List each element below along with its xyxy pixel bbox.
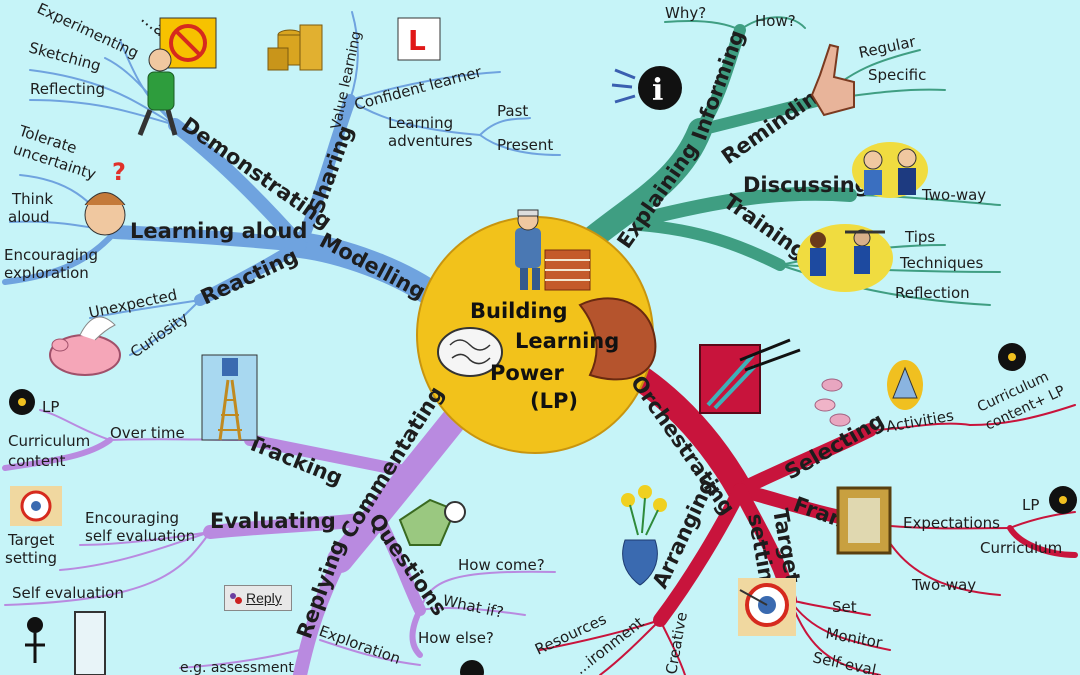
reply-icon — [229, 591, 243, 605]
confident-learner-label: Confident learner — [352, 62, 484, 113]
info-icon: i — [611, 66, 682, 110]
why-label: Why? — [665, 4, 706, 22]
encouraging-self-eval-label-2: self evaluation — [85, 527, 195, 545]
past-label: Past — [497, 102, 528, 120]
demonstrating-label: Demonstrating — [177, 112, 336, 233]
target-eval-icon — [10, 486, 62, 526]
target-setting-eval-label-1: Target — [7, 531, 55, 549]
svg-text:?: ? — [112, 158, 126, 186]
specific-label: Specific — [868, 66, 926, 84]
reply-button-label: Reply — [246, 590, 282, 606]
present-label: Present — [497, 136, 553, 154]
learning-adventures-label-2: adventures — [388, 132, 473, 150]
person-mirror-icon — [25, 611, 106, 675]
reflection-label: Reflection — [895, 284, 970, 302]
railway-track-icon — [201, 354, 258, 441]
builder-icon — [515, 209, 591, 291]
learning-aloud-label: Learning aloud — [130, 219, 307, 243]
curiosity-label: Curiosity — [127, 308, 192, 361]
record-lp-icon-2 — [1049, 486, 1077, 514]
self-evaluation-orch-label: Self-eval... — [811, 648, 892, 675]
monitor-label: Monitor — [824, 624, 884, 652]
tracking-lp-label: LP — [42, 398, 59, 416]
tracking-curriculum-label-2: content — [8, 452, 66, 470]
target-icon — [738, 578, 796, 636]
over-time-label: Over time — [110, 424, 185, 442]
think-aloud-label-2: aloud — [8, 208, 50, 226]
modelling-label: Modelling — [316, 228, 430, 304]
reflecting-label: Reflecting — [30, 80, 105, 98]
encouraging-exploration-label-2: exploration — [4, 264, 89, 282]
record-lp-icon-3 — [9, 389, 35, 415]
picture-frame-icon — [836, 486, 892, 555]
framing-curriculum-label: Curriculum — [980, 539, 1062, 557]
pointing-hand-icon — [810, 43, 855, 117]
svg-text:i: i — [652, 73, 663, 108]
sharing-label: Sharing — [304, 122, 358, 216]
exercising-people-icon — [797, 224, 893, 292]
sketching-label: Sketching — [27, 38, 103, 74]
thinking-man-icon: ? — [84, 158, 126, 236]
how-come-label: How come? — [458, 556, 545, 574]
center-title-line4: (LP) — [530, 389, 578, 413]
reply-button[interactable]: Reply — [224, 585, 292, 611]
self-evaluation-label: Self evaluation — [12, 584, 124, 602]
activities-label: Activities — [885, 406, 956, 436]
unexpected-label: Unexpected — [87, 286, 179, 322]
learning-adventures-label-1: Learning — [388, 114, 453, 132]
what-if-label: What if? — [441, 591, 505, 621]
center-title-line3: Power — [490, 361, 564, 385]
encouraging-exploration-label-1: Encouraging — [4, 246, 98, 264]
how-else-label: How else? — [418, 629, 494, 647]
spaceship-icon — [887, 360, 923, 410]
discussing-label: Discussing — [743, 173, 870, 197]
how-label: How? — [755, 12, 796, 30]
svg-text:L: L — [408, 24, 426, 57]
sweets-icon — [814, 378, 851, 427]
coins-icon — [267, 24, 323, 71]
flower-vase-icon — [621, 485, 667, 586]
two-way-discuss-label: Two-way — [921, 186, 986, 204]
tracking-curriculum-label-1: Curriculum — [8, 432, 90, 450]
center-title-line2: Learning — [515, 329, 619, 353]
encouraging-self-eval-label-1: Encouraging — [85, 509, 179, 527]
conductor-icon — [699, 338, 801, 414]
framing-lp-label: LP — [1022, 496, 1039, 514]
think-aloud-label-1: Think — [11, 190, 53, 208]
reacting-label: Reacting — [197, 244, 302, 310]
tips-label: Tips — [904, 228, 935, 246]
framing-two-way-label: Two-way — [911, 576, 976, 594]
brain-icon — [437, 327, 503, 377]
record-lp-icon-1 — [998, 343, 1026, 371]
exploration-label: Exploration — [317, 622, 403, 668]
record-lp-icon-4 — [460, 660, 484, 675]
center-title-line1: Building — [470, 299, 568, 323]
person-looking-icon — [137, 48, 178, 136]
detective-icon — [398, 498, 466, 546]
target-setting-eval-label-2: setting — [5, 549, 57, 567]
set-label: Set — [832, 598, 857, 616]
evaluating-label: Evaluating — [210, 509, 336, 533]
value-learning-label: Value learning — [328, 30, 364, 131]
flying-pig-icon — [49, 316, 121, 376]
expectations-label: Expectations — [903, 514, 1000, 532]
eg-assessment-label: e.g. assessment — [180, 660, 294, 675]
learner-plate-icon: L — [397, 17, 441, 61]
techniques-label: Techniques — [899, 254, 984, 272]
regular-label: Regular — [857, 32, 918, 62]
muscle-arm-icon — [578, 297, 657, 381]
people-talking-icon — [852, 142, 928, 198]
